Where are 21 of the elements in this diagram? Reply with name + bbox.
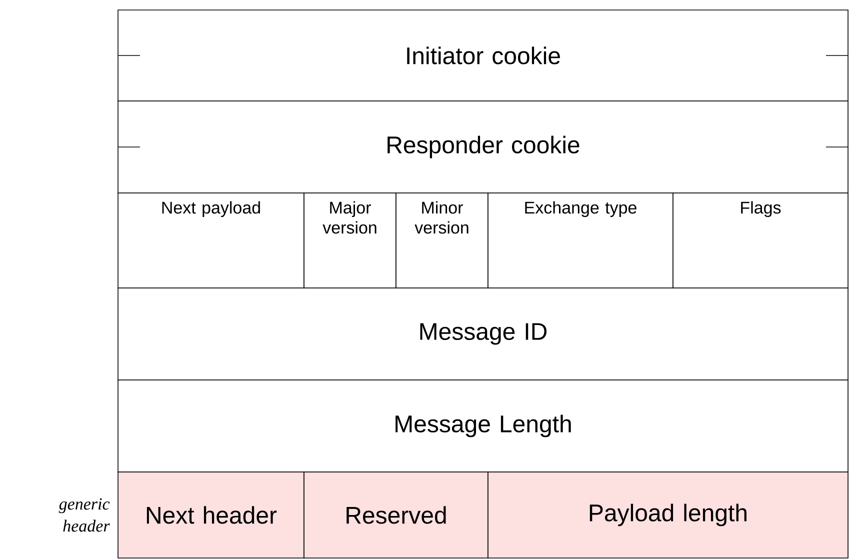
field-label: Message Length <box>396 414 571 438</box>
field-cell <box>118 380 848 472</box>
field-cell <box>672 192 848 288</box>
field-cell <box>396 192 488 288</box>
field-label: Message ID <box>420 323 547 345</box>
field-label: Responder cookie <box>388 136 580 158</box>
field-cell <box>304 192 396 288</box>
field-label: Next payload <box>162 201 260 218</box>
field-label: Flags <box>741 201 781 218</box>
header-cell <box>304 472 488 558</box>
field-label: Reserved <box>346 506 446 524</box>
field-label: Major version <box>322 201 376 234</box>
field-label: Initiator cookie <box>407 46 560 64</box>
field-label: Minor version <box>414 201 468 234</box>
field-cell <box>118 10 848 102</box>
field-label: Next header <box>146 506 277 524</box>
header-cell <box>118 472 304 558</box>
header-cell <box>488 472 848 558</box>
field-label: Exchange type <box>525 201 636 218</box>
field-label: Payload length <box>590 504 746 526</box>
side-label: generic header <box>58 498 110 532</box>
